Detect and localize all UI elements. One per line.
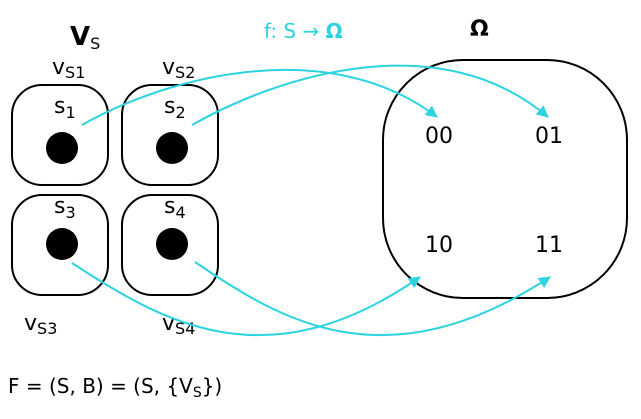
cell-s3 bbox=[11, 194, 109, 296]
outcome-01: 01 bbox=[535, 124, 563, 149]
cell-s2 bbox=[121, 84, 219, 186]
outcome-10: 10 bbox=[425, 233, 453, 258]
state-point-s2 bbox=[156, 132, 188, 164]
omega-label: Ω bbox=[470, 17, 489, 42]
bottom-formula: F = (S, B) = (S, {VS}) bbox=[8, 374, 222, 401]
state-label-s1: s1 bbox=[54, 94, 76, 122]
arrow-s2-to-01 bbox=[191, 64, 549, 126]
arrow-s1-to-00 bbox=[81, 68, 438, 126]
state-label-s3: s3 bbox=[54, 194, 76, 222]
state-point-s3 bbox=[46, 228, 78, 260]
state-point-s1 bbox=[46, 132, 78, 164]
cell-s4 bbox=[121, 194, 219, 296]
region-label-vs3: vS3 bbox=[24, 311, 57, 338]
omega-set bbox=[382, 59, 628, 299]
mapping-label: f: S → Ω bbox=[264, 19, 343, 43]
outcome-00: 00 bbox=[425, 124, 453, 149]
state-point-s4 bbox=[156, 228, 188, 260]
outcome-11: 11 bbox=[535, 233, 563, 258]
state-label-s2: s2 bbox=[164, 94, 186, 122]
region-label-vs1: vS1 bbox=[52, 55, 85, 82]
state-label-s4: s4 bbox=[164, 194, 186, 222]
arrow-s4-to-11 bbox=[194, 261, 551, 337]
cell-s1 bbox=[11, 84, 109, 186]
region-label-vs2: vS2 bbox=[162, 55, 195, 82]
title-vs: VS bbox=[70, 22, 100, 53]
arrow-s3-to-10 bbox=[71, 262, 421, 337]
